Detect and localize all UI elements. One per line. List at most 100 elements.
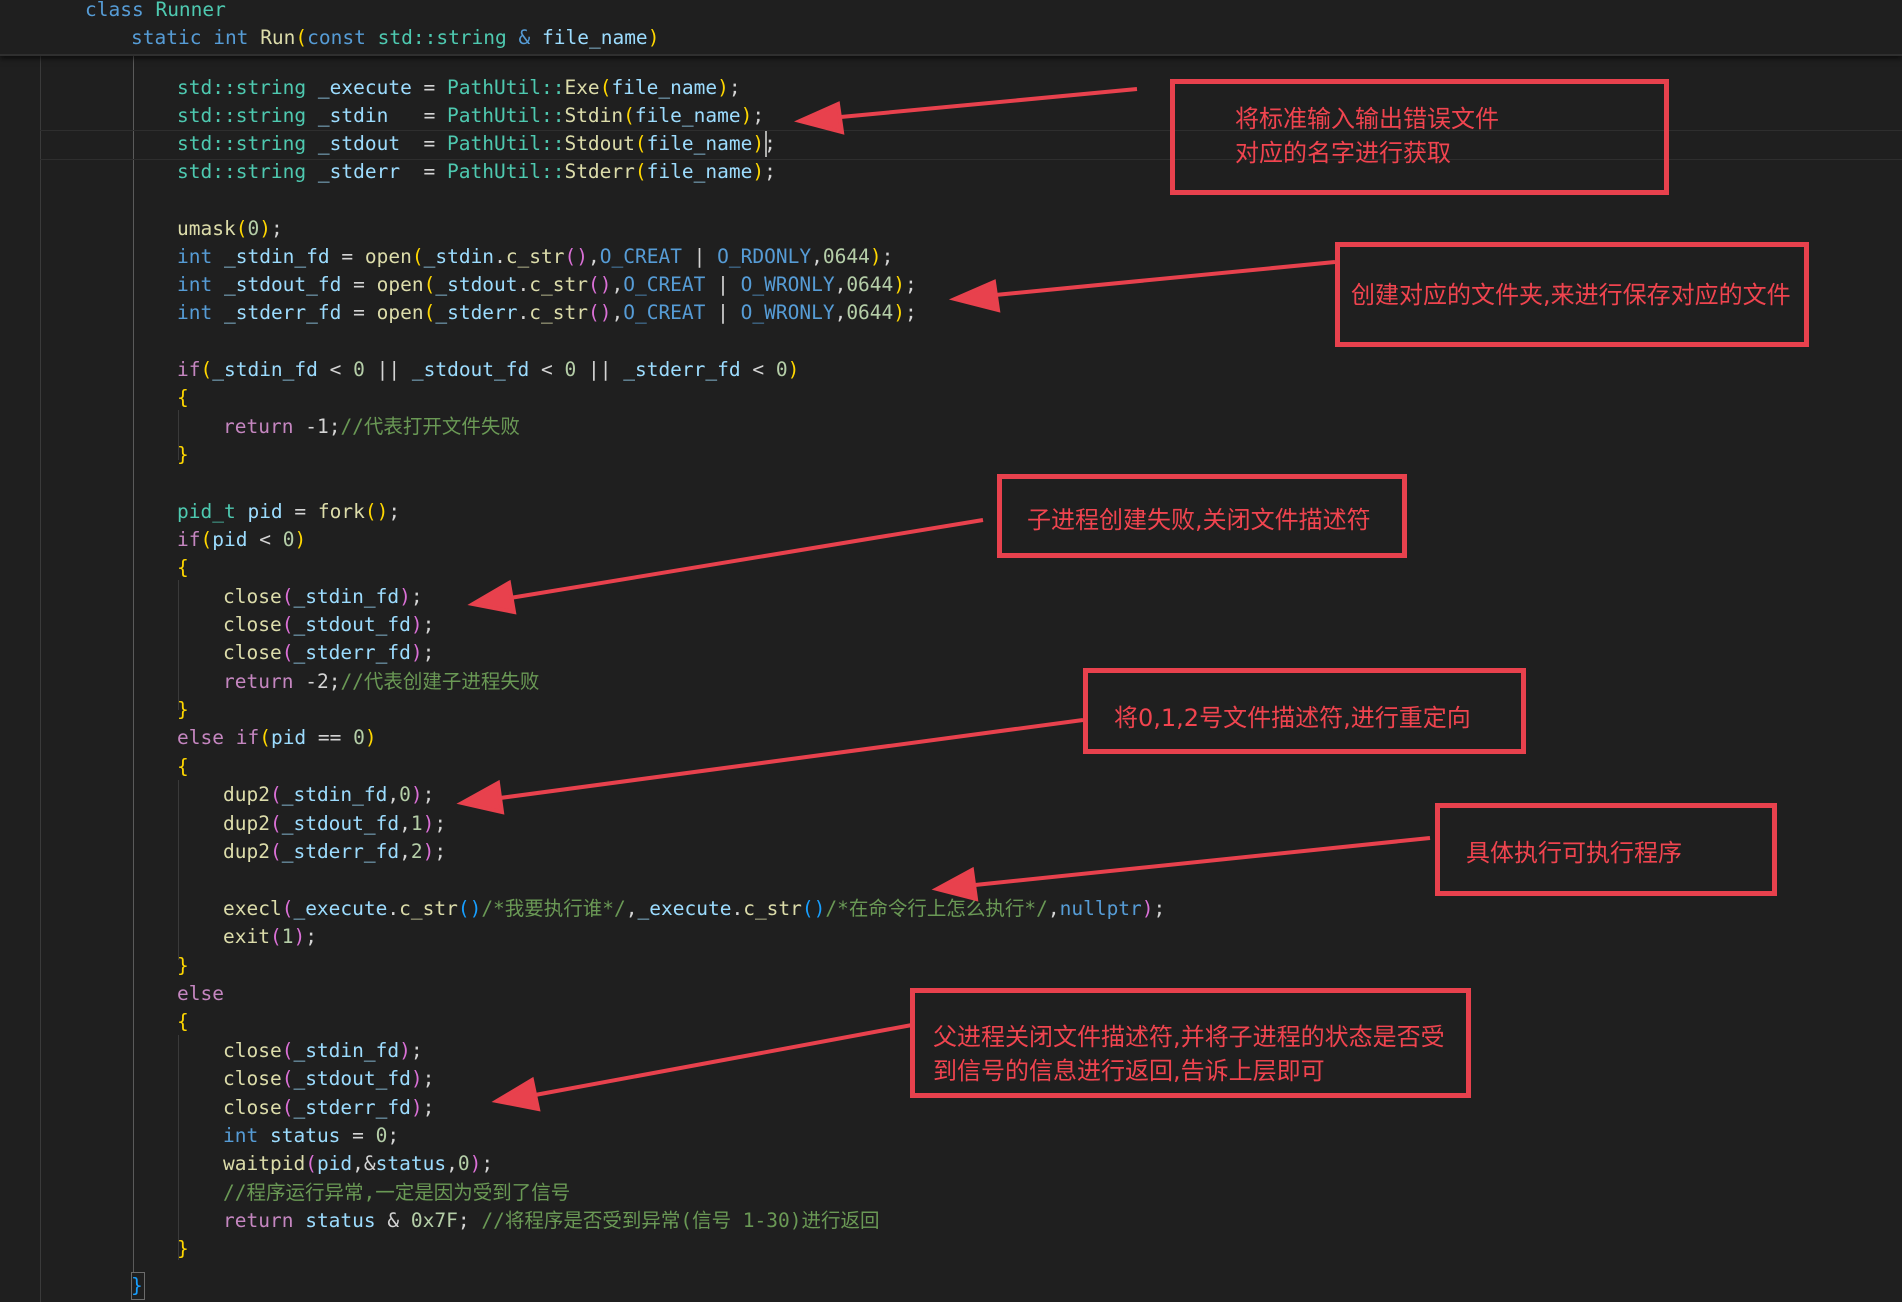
code-line[interactable]: {: [177, 556, 189, 579]
annotation-text: 父进程关闭文件描述符,并将子进程的状态是否受: [933, 1023, 1445, 1051]
type-name: std::string: [177, 104, 307, 127]
paren: (: [295, 26, 308, 49]
param-name: file_name: [542, 26, 648, 49]
variable: _stdin_fd: [223, 245, 330, 268]
number: 0: [399, 783, 411, 806]
function-call: Stderr: [564, 160, 635, 183]
code-line[interactable]: }: [131, 1274, 143, 1297]
annotation-text: 将标准输入输出错误文件: [1235, 105, 1499, 133]
code-line[interactable]: return status & 0x7F; //将程序是否受到异常(信号 1-3…: [223, 1209, 880, 1232]
current-line-highlight: [40, 130, 1902, 160]
keyword: else: [177, 982, 224, 1005]
code-line[interactable]: int _stderr_fd = open(_stderr.c_str(),O_…: [177, 301, 917, 324]
code-line[interactable]: }: [177, 1237, 189, 1260]
keyword: class: [85, 0, 144, 21]
code-line[interactable]: {: [177, 1010, 189, 1033]
variable: file_name: [634, 104, 741, 127]
comment: /*我要执行谁*/: [481, 897, 626, 920]
code-line[interactable]: if(_stdin_fd < 0 || _stdout_fd < 0 || _s…: [177, 358, 800, 381]
annotation-box-parent: 父进程关闭文件描述符,并将子进程的状态是否受 到信号的信息进行返回,告诉上层即可: [910, 988, 1471, 1098]
type-name: std::string: [377, 26, 507, 49]
code-line[interactable]: close(_stdout_fd);: [223, 1067, 435, 1090]
keyword: return: [223, 1209, 294, 1232]
code-line[interactable]: //程序运行异常,一定是因为受到了信号: [223, 1179, 570, 1207]
variable: _stdin_fd: [293, 1039, 400, 1062]
code-line[interactable]: {: [177, 386, 189, 409]
code-line[interactable]: int status = 0;: [223, 1124, 400, 1147]
variable: status: [269, 1124, 341, 1147]
bracket-match-box: [131, 1272, 145, 1300]
code-line[interactable]: dup2(_stderr_fd,2);: [223, 840, 447, 863]
code-line[interactable]: dup2(_stdout_fd,1);: [223, 812, 447, 835]
code-line[interactable]: close(_stderr_fd);: [223, 1096, 435, 1119]
annotation-text: 创建对应的文件夹,来进行保存对应的文件: [1351, 281, 1791, 309]
variable: _execute: [317, 76, 412, 99]
code-line[interactable]: std::string _execute = PathUtil::Exe(fil…: [177, 76, 741, 99]
code-line[interactable]: }: [177, 698, 189, 721]
keyword: if: [235, 726, 260, 749]
function-call: waitpid: [223, 1152, 306, 1175]
variable: _stdin_fd: [281, 783, 388, 806]
sticky-scroll-header[interactable]: class Runner static int Run(const std::s…: [0, 0, 1902, 56]
code-line[interactable]: umask(0);: [177, 217, 283, 240]
code-line[interactable]: pid_t pid = fork();: [177, 500, 401, 523]
sticky-class-line[interactable]: class Runner: [85, 0, 226, 24]
keyword: if: [177, 528, 201, 551]
code-line[interactable]: return -2;//代表创建子进程失败: [223, 670, 540, 693]
keyword: int: [177, 273, 213, 296]
variable: _execute: [637, 897, 732, 920]
code-line[interactable]: close(_stdin_fd);: [223, 585, 423, 608]
code-line[interactable]: waitpid(pid,&status,0);: [223, 1152, 494, 1175]
arrow-3-shaft: [509, 518, 984, 600]
variable: _execute: [293, 897, 388, 920]
type-name: std::string: [177, 160, 307, 183]
function-call: c_str: [529, 301, 588, 324]
code-line[interactable]: if(pid < 0): [177, 528, 307, 551]
code-line[interactable]: std::string _stdout = PathUtil::Stdout(f…: [177, 132, 776, 155]
variable: _stdin_fd: [212, 358, 318, 381]
code-line[interactable]: std::string _stderr = PathUtil::Stderr(f…: [177, 160, 776, 183]
number: 0: [282, 528, 295, 551]
code-line[interactable]: int _stdout_fd = open(_stdout.c_str(),O_…: [177, 273, 917, 296]
code-line[interactable]: else: [177, 980, 224, 1008]
code-line[interactable]: dup2(_stdin_fd,0);: [223, 783, 435, 806]
code-line[interactable]: close(_stdout_fd);: [223, 613, 435, 636]
code-line[interactable]: return -1;//代表打开文件失败: [223, 415, 520, 438]
comment: //程序运行异常,一定是因为受到了信号: [223, 1181, 571, 1204]
function-call: c_str: [505, 245, 565, 268]
indent-guide: [40, 54, 41, 1302]
annotation-text: 对应的名字进行获取: [1235, 139, 1451, 167]
variable: _stderr: [435, 301, 518, 324]
namespace: PathUtil::: [447, 132, 565, 155]
function-call: open: [364, 245, 412, 268]
function-call: open: [376, 301, 424, 324]
annotation-box-filenames: 将标准输入输出错误文件 对应的名字进行获取: [1170, 79, 1669, 195]
code-line[interactable]: execl(_execute.c_str()/*我要执行谁*/,_execute…: [223, 897, 1166, 920]
function-call: umask: [177, 217, 236, 240]
code-line[interactable]: }: [177, 954, 189, 977]
code-line[interactable]: else if(pid == 0): [177, 726, 377, 749]
code-line[interactable]: close(_stdin_fd);: [223, 1039, 423, 1062]
macro: O_WRONLY: [740, 301, 835, 324]
keyword: int: [223, 1124, 259, 1147]
arrow-4-shaft: [499, 718, 1084, 800]
number: 0: [353, 726, 365, 749]
code-line[interactable]: exit(1);: [223, 925, 317, 948]
code-line[interactable]: std::string _stdin = PathUtil::Stdin(fil…: [177, 104, 765, 127]
annotation-box-redirect: 将0,1,2号文件描述符,进行重定向: [1083, 668, 1526, 754]
code-line[interactable]: }: [177, 443, 189, 466]
variable: _stderr_fd: [281, 840, 400, 863]
indent-guide: [178, 410, 179, 460]
annotation-box-create-files: 创建对应的文件夹,来进行保存对应的文件: [1335, 242, 1809, 347]
code-line[interactable]: close(_stderr_fd);: [223, 641, 435, 664]
code-line[interactable]: int _stdin_fd = open(_stdin.c_str(),O_CR…: [177, 245, 894, 268]
number: 0644: [822, 245, 870, 268]
code-line[interactable]: {: [177, 755, 189, 778]
annotation-text: 将0,1,2号文件描述符,进行重定向: [1114, 704, 1471, 732]
arrow-1-head: [793, 101, 845, 135]
variable: _stdout: [317, 132, 401, 155]
function-call: close: [223, 613, 282, 636]
sticky-signature-line[interactable]: static int Run(const std::string & file_…: [131, 24, 659, 52]
